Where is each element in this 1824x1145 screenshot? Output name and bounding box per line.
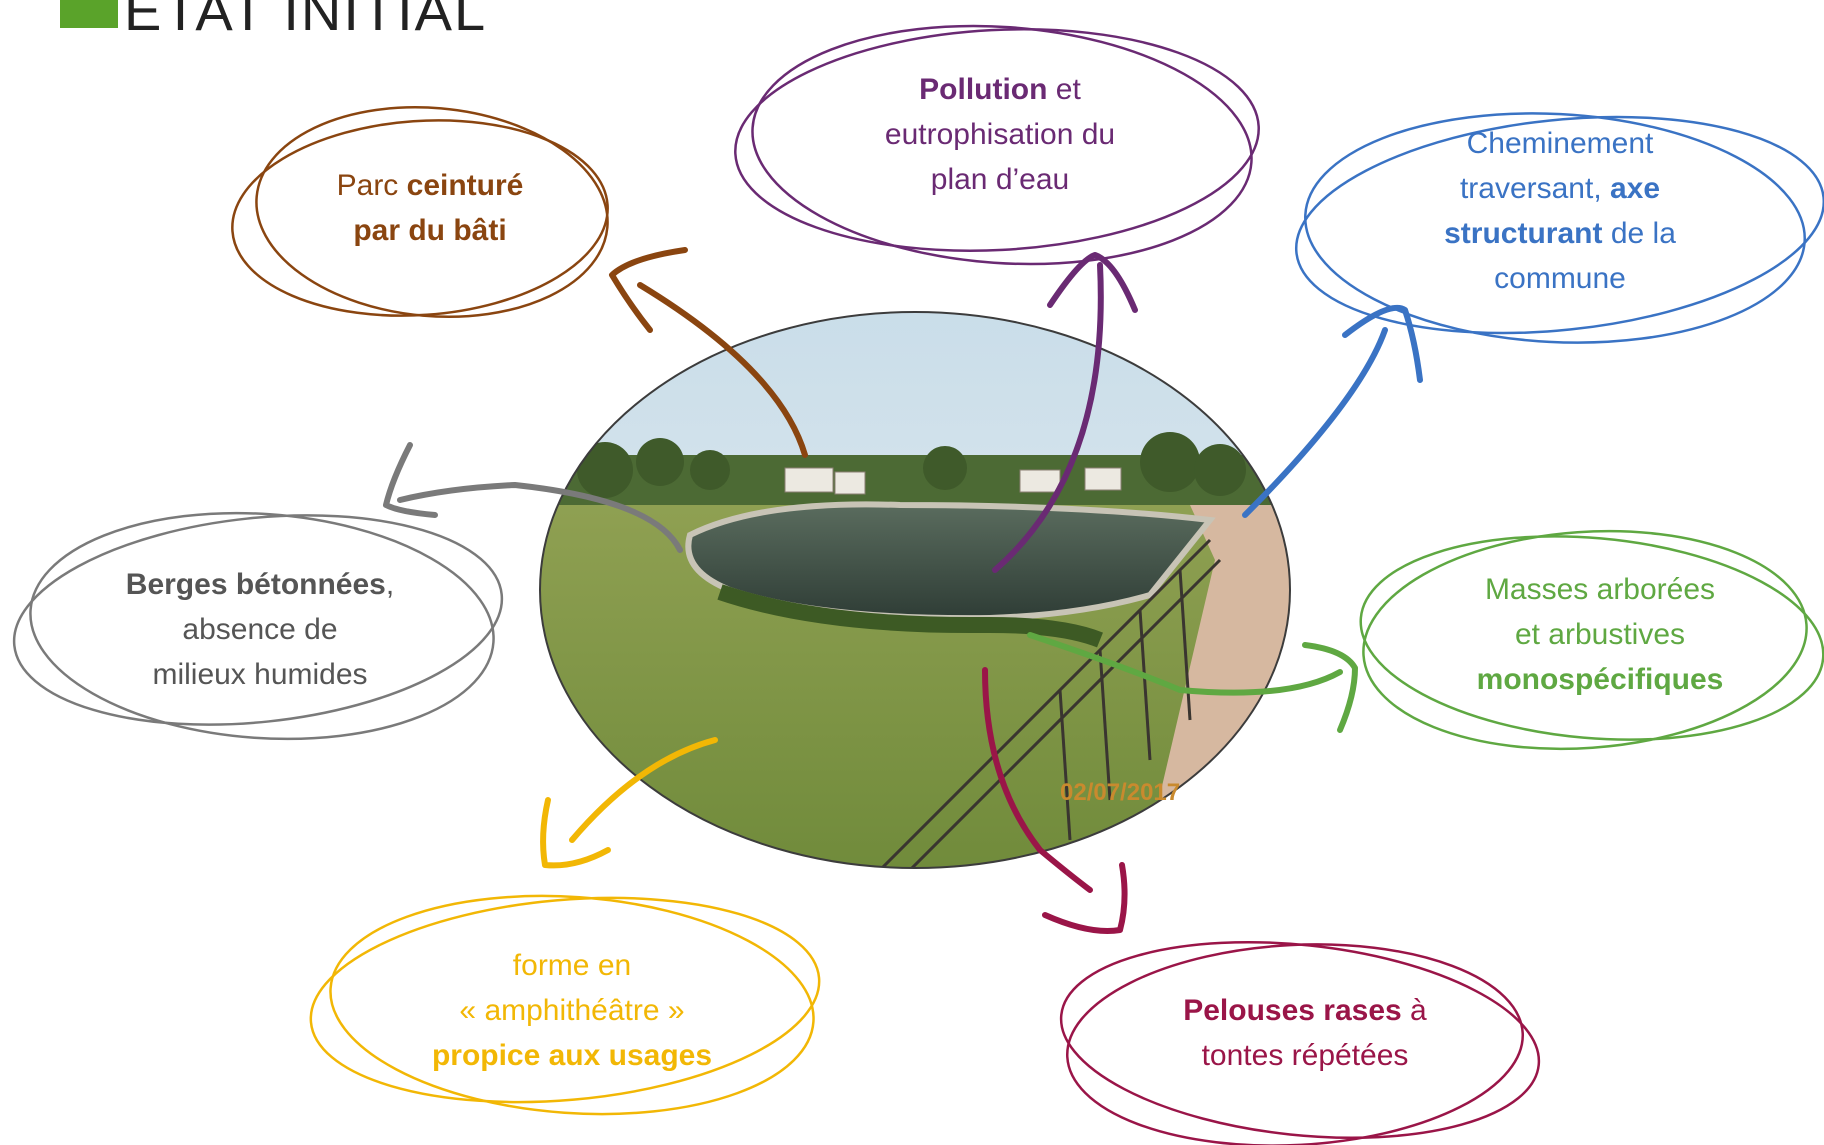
label-yellow-line2: « amphithéâtre »: [459, 994, 685, 1027]
label-purple: Pollution et eutrophisation du plan d’ea…: [840, 67, 1160, 202]
park-photo: 02/07/2017: [539, 311, 1291, 869]
label-yellow: forme en « amphithéâtre » propice aux us…: [412, 943, 732, 1078]
arrow-blue: [1242, 304, 1423, 518]
arrow-gray: [383, 442, 683, 553]
label-green-line1: Masses arborées: [1484, 573, 1716, 606]
label-gray-line3: milieux humides: [152, 658, 368, 691]
label-blue-line4: commune: [1494, 262, 1626, 295]
photo-tree-crowns: [577, 432, 1246, 498]
label-brown-bold-2: par du bâti: [353, 214, 507, 247]
arrow-crimson: [982, 667, 1128, 934]
title-text: ETAT INITIAL: [124, 0, 488, 42]
title-color-square: [60, 0, 118, 28]
label-blue: Cheminement traversant, axe structurant …: [1400, 121, 1720, 301]
label-purple-text: et: [1047, 73, 1081, 106]
photo-hedge: [717, 584, 1103, 648]
arrow-purple: [992, 252, 1138, 573]
label-purple-line2: eutrophisation du: [884, 118, 1116, 151]
label-purple-bold: Pollution: [919, 73, 1048, 106]
label-brown: Parc ceinturé par du bâti: [300, 163, 560, 253]
label-gray-bold: Berges bétonnées: [125, 568, 386, 601]
label-crimson: Pelouses rases à tontes répétées: [1145, 988, 1465, 1078]
arrow-yellow: [540, 737, 718, 869]
bubble-brown: [231, 106, 609, 318]
arrow-green: [1027, 632, 1358, 733]
label-blue-text: traversant,: [1459, 172, 1610, 205]
label-blue-line1: Cheminement: [1466, 127, 1654, 160]
label-brown-text: Parc: [336, 169, 407, 202]
label-green-line2: et arbustives: [1514, 618, 1686, 651]
photo-date-stamp: 02/07/2017: [1060, 779, 1180, 806]
photo-railing: [878, 538, 1222, 868]
label-blue-text-2: de la: [1602, 217, 1676, 250]
label-gray: Berges bétonnées, absence de milieux hum…: [100, 562, 420, 697]
bubble-gray: [12, 511, 504, 741]
label-crimson-line2: tontes répétées: [1201, 1039, 1409, 1072]
label-yellow-bold: propice aux usages: [431, 1039, 713, 1072]
label-green: Masses arborées et arbustives monospécif…: [1440, 567, 1760, 702]
photo-houses: [784, 467, 1122, 495]
label-blue-bold: axe: [1610, 172, 1661, 205]
bubble-green: [1359, 529, 1824, 751]
label-purple-line3: plan d’eau: [930, 163, 1070, 196]
bubble-purple: [734, 24, 1260, 266]
label-yellow-line1: forme en: [512, 949, 632, 982]
label-crimson-bold: Pelouses rases: [1183, 994, 1402, 1027]
label-blue-bold-2: structurant: [1444, 217, 1603, 250]
label-gray-line2: absence de: [182, 613, 338, 646]
arrow-brown: [609, 247, 808, 458]
label-brown-bold: ceinturé: [406, 169, 524, 202]
label-green-bold: monospécifiques: [1476, 663, 1724, 696]
label-gray-text: ,: [385, 568, 395, 601]
label-crimson-text: à: [1401, 994, 1427, 1027]
bubble-yellow: [309, 894, 821, 1116]
